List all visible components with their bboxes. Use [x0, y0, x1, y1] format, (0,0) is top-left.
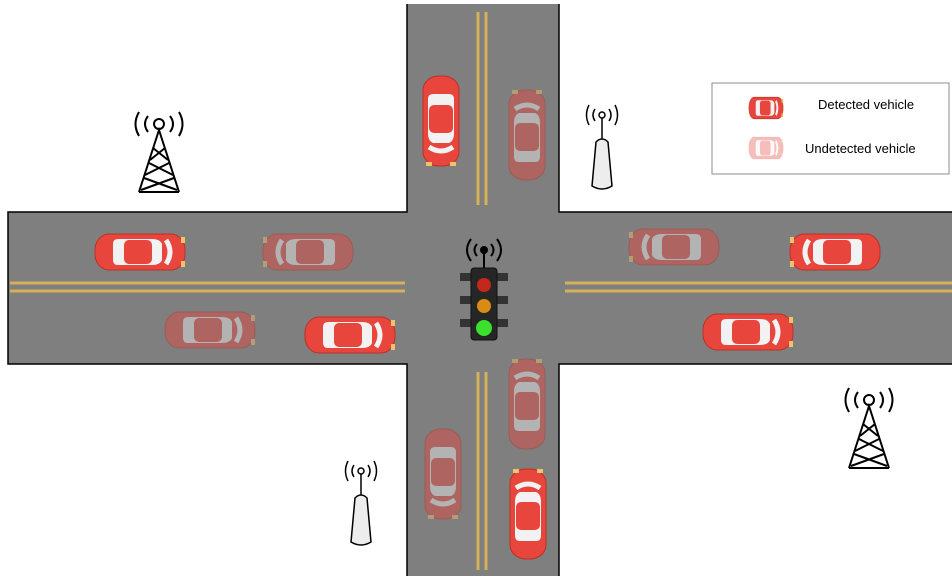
radio-tower-icon [846, 388, 893, 468]
vehicle-north-northbound [509, 90, 545, 180]
legend-detected-label: Detected vehicle [818, 97, 914, 112]
vehicle-west-left [95, 234, 185, 270]
vehicle-west-lower-left [165, 312, 255, 348]
vehicle-west-lower-right [305, 317, 395, 353]
vehicle-north-southbound [423, 76, 459, 166]
legend-detected-car-icon [749, 97, 783, 119]
green-lamp [476, 320, 492, 336]
red-lamp [477, 278, 491, 292]
legend-undetected-car-icon [749, 137, 783, 159]
amber-lamp [477, 299, 491, 313]
legend: Detected vehicle Undetected vehicle [712, 83, 949, 174]
vehicle-east-upper-left [629, 229, 719, 265]
vehicle-east-upper-right [790, 234, 880, 270]
legend-undetected-label: Undetected vehicle [805, 141, 916, 156]
vehicle-west-middle [263, 234, 353, 270]
antenna-icon [346, 461, 377, 545]
antenna-icon [587, 105, 618, 189]
vehicle-east-lower [703, 314, 793, 350]
vehicle-south-upper-right [509, 359, 545, 449]
radio-tower-icon [136, 112, 183, 192]
vehicle-south-lower-right [510, 469, 546, 559]
vehicle-south-left [425, 429, 461, 519]
